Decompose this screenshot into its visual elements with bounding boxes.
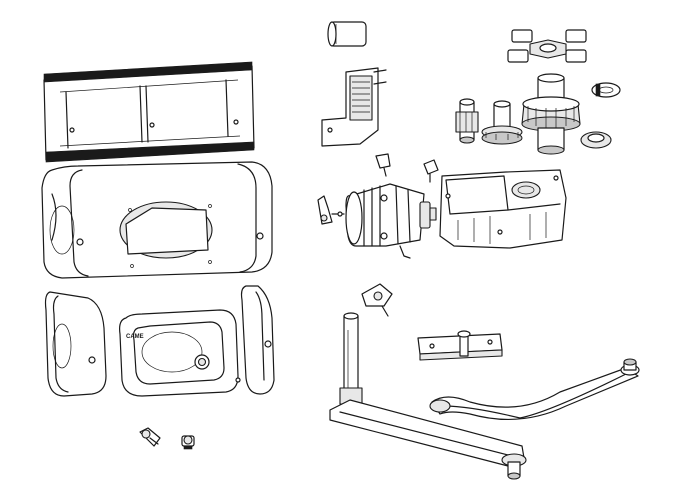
- gearbox-housing: [439, 169, 567, 249]
- pinion-gear-left: [455, 98, 479, 144]
- electric-motor: [345, 183, 437, 259]
- bearing-ring: [580, 131, 612, 149]
- limit-switch-bracket: [321, 67, 387, 147]
- spider-coupling: [507, 29, 587, 63]
- split-collar: [591, 82, 621, 98]
- left-end-cap: [44, 291, 107, 397]
- support-rail-frame: [43, 61, 255, 163]
- brand-logo: CAME: [126, 334, 144, 340]
- right-end-cap: [240, 285, 275, 395]
- microswitch-left: [375, 153, 391, 177]
- straight-arm: [329, 399, 527, 480]
- release-key: [139, 427, 161, 447]
- front-panel: CAME: [119, 309, 241, 397]
- lock-cylinder: [181, 435, 195, 450]
- output-gear-stack: [521, 73, 581, 155]
- release-lever: [317, 195, 345, 225]
- curved-arm: [429, 358, 640, 421]
- fastening-bracket: [417, 330, 503, 361]
- capacitor: [327, 21, 367, 47]
- intermediate-gear: [481, 100, 523, 145]
- microswitch-right: [423, 159, 439, 183]
- fixing-clip: [361, 283, 393, 317]
- main-casing: [41, 161, 273, 279]
- output-shaft-column: [339, 312, 363, 405]
